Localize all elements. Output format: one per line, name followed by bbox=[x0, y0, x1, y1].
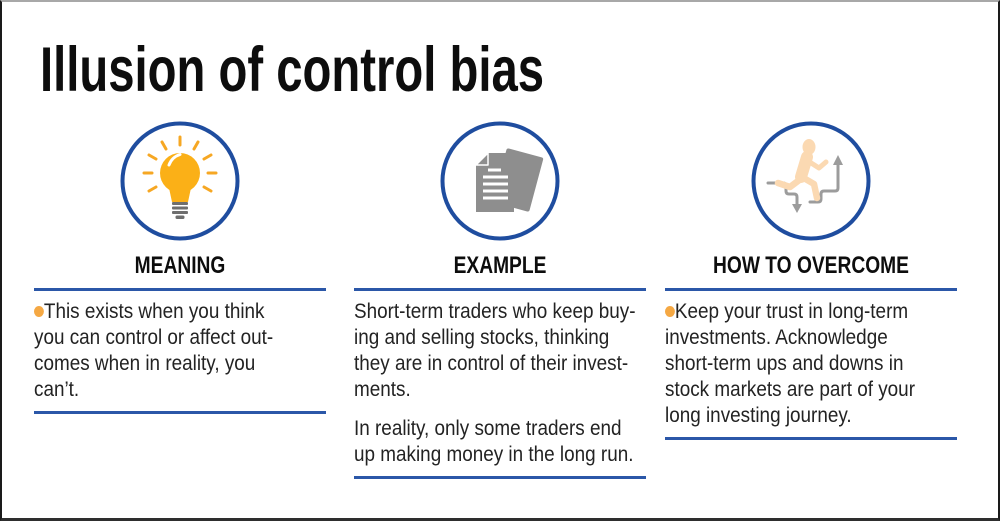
paragraph: Keep your trust in long-term investments… bbox=[665, 299, 928, 429]
column-heading: MEANING bbox=[134, 252, 226, 279]
column-body: Keep your trust in long-term investments… bbox=[665, 299, 957, 429]
column-body: Short-term traders who keep buy- ing and… bbox=[354, 299, 646, 468]
runner-figure bbox=[774, 139, 829, 202]
divider-rule-top bbox=[665, 288, 957, 291]
paragraph: This exists when you think you can contr… bbox=[34, 299, 297, 403]
paragraph-text: Short-term traders who keep buy- ing and… bbox=[354, 300, 636, 401]
divider-rule-bottom bbox=[34, 411, 326, 414]
lightbulb-base bbox=[172, 202, 188, 219]
step-up-arrow bbox=[808, 155, 843, 204]
divider-rule-top bbox=[34, 288, 326, 291]
paragraph-text: This exists when you think you can contr… bbox=[34, 300, 274, 401]
documents-icon bbox=[440, 121, 560, 241]
bullet-icon bbox=[665, 306, 675, 317]
divider-rule-bottom bbox=[665, 437, 957, 440]
paragraph: Short-term traders who keep buy- ing and… bbox=[354, 299, 636, 403]
divider-rule-bottom bbox=[354, 476, 646, 479]
lightbulb-icon bbox=[120, 121, 240, 241]
bullet-icon bbox=[34, 306, 44, 317]
icon-wrap bbox=[354, 120, 646, 242]
divider-rule-top bbox=[354, 288, 646, 291]
column-body: This exists when you think you can contr… bbox=[34, 299, 326, 403]
column-example: EXAMPLE Short-term traders who keep buy-… bbox=[354, 116, 646, 479]
paragraph-text: In reality, only some traders end up mak… bbox=[354, 417, 634, 466]
icon-wrap bbox=[34, 120, 326, 242]
paragraph-text: Keep your trust in long-term investments… bbox=[665, 300, 916, 427]
lightbulb-rays bbox=[142, 135, 218, 193]
paragraph: In reality, only some traders end up mak… bbox=[354, 416, 633, 468]
column-heading: HOW TO OVERCOME bbox=[713, 252, 909, 279]
lightbulb-glass bbox=[160, 153, 200, 202]
column-meaning: MEANING This exists when you think you c… bbox=[34, 116, 326, 414]
running-person-icon bbox=[751, 121, 871, 241]
column-overcome: HOW TO OVERCOME Keep your trust in long-… bbox=[665, 116, 957, 440]
page-title: Illusion of control bias bbox=[40, 35, 545, 105]
icon-wrap bbox=[665, 120, 957, 242]
column-heading: EXAMPLE bbox=[453, 252, 547, 279]
front-sheet bbox=[475, 152, 514, 212]
